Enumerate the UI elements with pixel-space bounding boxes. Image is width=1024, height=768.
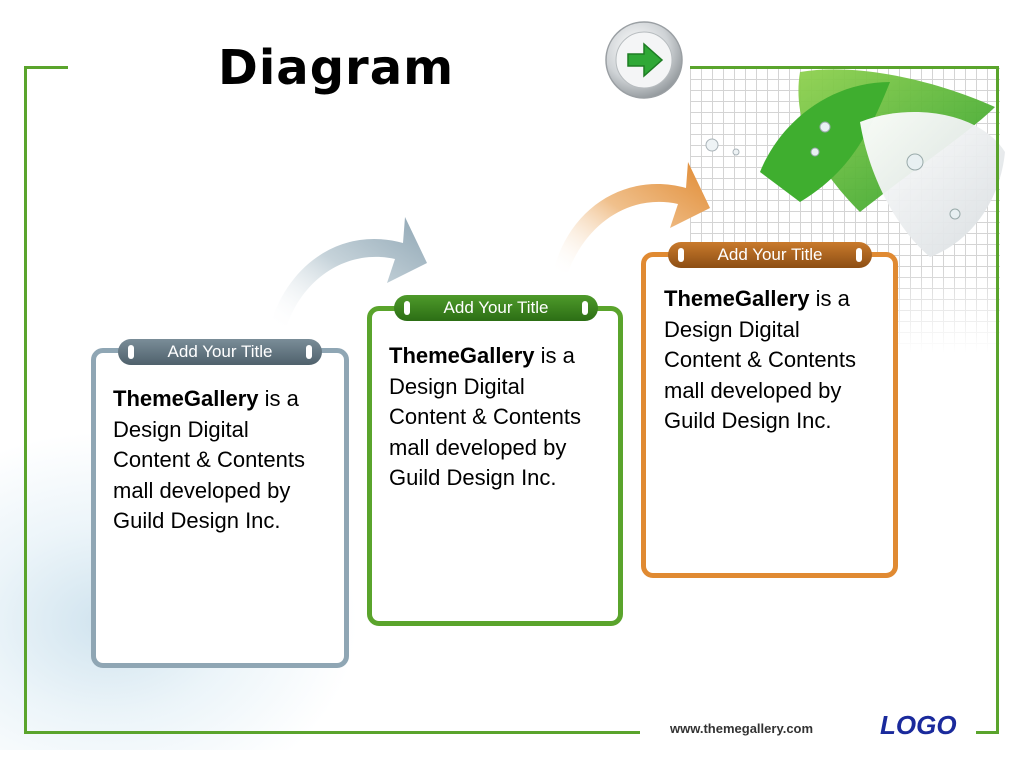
tag-pill-right xyxy=(306,345,312,359)
arrow-step1-to-step2 xyxy=(270,217,427,325)
step-bold-2: ThemeGallery xyxy=(389,343,535,368)
step-title-tag-1: Add Your Title xyxy=(118,339,322,365)
tag-pill-right xyxy=(582,301,588,315)
water-drops xyxy=(705,138,740,156)
step-text-3: is a Design Digital Content & Contents m… xyxy=(664,286,857,433)
frame-top-right xyxy=(690,66,999,69)
frame-top-left xyxy=(24,66,68,69)
step-title-3: Add Your Title xyxy=(717,245,823,264)
step-body-1: ThemeGallery is a Design Digital Content… xyxy=(113,384,328,537)
step-card-3 xyxy=(641,252,898,578)
tag-pill-right xyxy=(856,248,862,262)
logo: LOGO xyxy=(880,710,957,740)
step-title-tag-3: Add Your Title xyxy=(668,242,872,268)
page-title: Diagram xyxy=(218,40,455,96)
leaf-illustration xyxy=(760,69,1005,257)
tag-pill-left xyxy=(678,248,684,262)
step-bold-1: ThemeGallery xyxy=(113,386,259,411)
step-title-tag-2: Add Your Title xyxy=(394,295,598,321)
tag-pill-left xyxy=(404,301,410,315)
frame-right xyxy=(996,66,999,734)
green-arrow-right-icon xyxy=(605,21,683,99)
next-button[interactable] xyxy=(604,20,684,100)
step-text-2: is a Design Digital Content & Contents m… xyxy=(389,343,582,490)
step-bold-3: ThemeGallery xyxy=(664,286,810,311)
frame-bottom xyxy=(24,731,640,734)
step-body-3: ThemeGallery is a Design Digital Content… xyxy=(664,284,879,437)
step-body-2: ThemeGallery is a Design Digital Content… xyxy=(389,341,604,494)
arrow-step2-to-step3 xyxy=(553,162,710,272)
step-title-1: Add Your Title xyxy=(167,342,273,361)
footer-url[interactable]: www.themegallery.com xyxy=(670,721,814,736)
frame-bottom-right xyxy=(976,731,999,734)
tag-pill-left xyxy=(128,345,134,359)
step-text-1: is a Design Digital Content & Contents m… xyxy=(113,386,306,533)
step-title-2: Add Your Title xyxy=(443,298,549,317)
frame-left xyxy=(24,66,27,734)
